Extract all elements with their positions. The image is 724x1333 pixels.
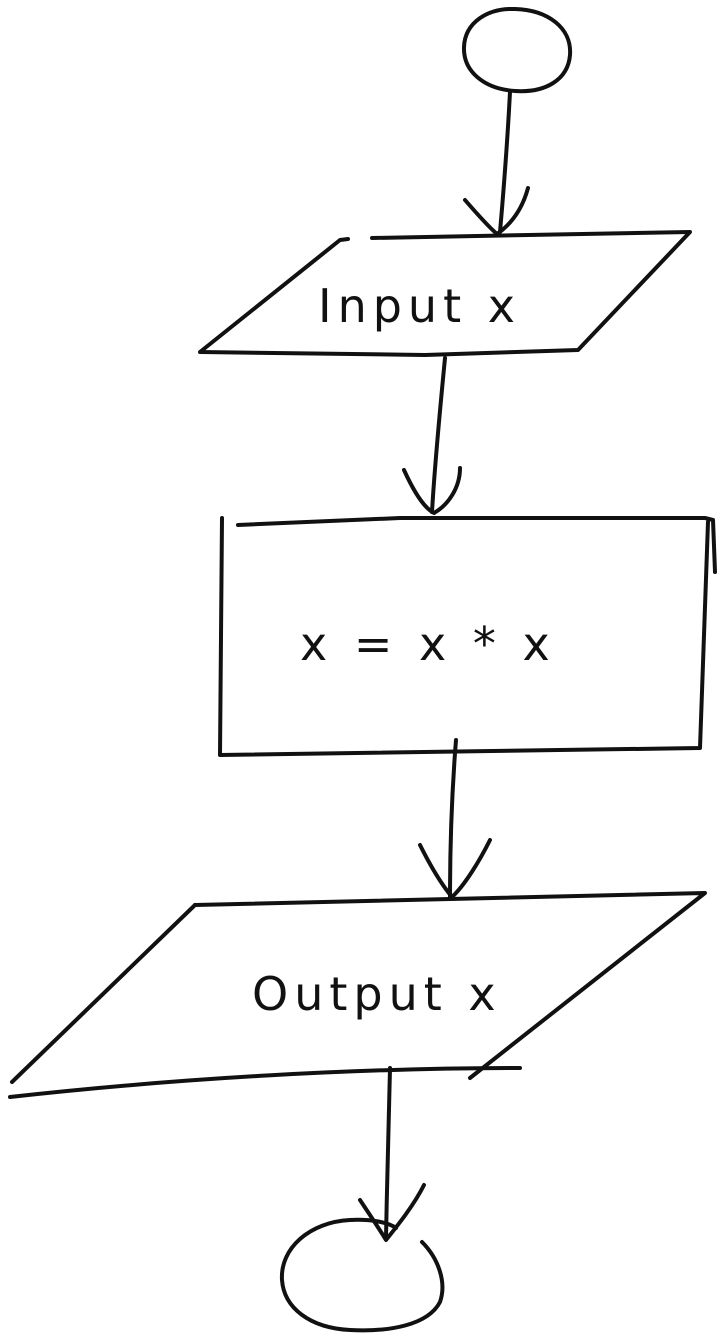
start-terminal: [461, 6, 573, 94]
output-label: Output x: [252, 967, 502, 1021]
arrow-output-to-end: [358, 1066, 426, 1242]
process-label: x = x * x: [300, 617, 556, 671]
process-node: x = x * x: [218, 516, 717, 757]
arrow-process-to-output: [418, 738, 492, 899]
end-terminal: [279, 1217, 445, 1333]
output-node: Output x: [8, 891, 707, 1099]
input-label: Input x: [318, 279, 521, 333]
arrow-input-to-process: [402, 356, 462, 515]
arrow-start-to-input: [463, 90, 530, 236]
input-node: Input x: [198, 230, 692, 357]
